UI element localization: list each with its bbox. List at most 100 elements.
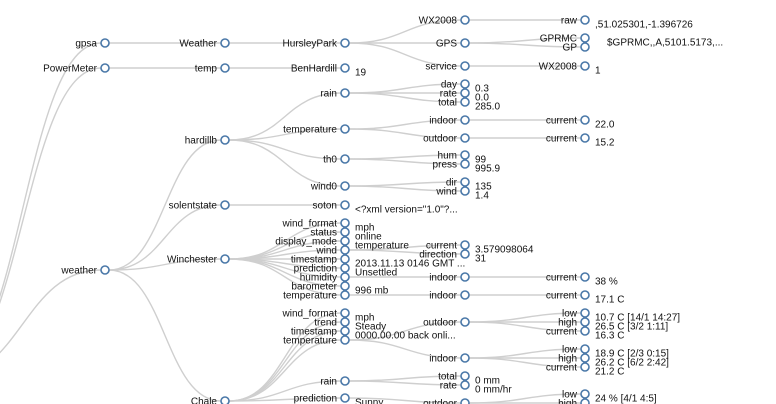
tree-node-c-outdoor[interactable]: outdoor (423, 317, 470, 329)
node-circle[interactable] (580, 115, 590, 125)
node-circle[interactable] (460, 15, 470, 25)
tree-node-rain[interactable]: rain (320, 88, 350, 100)
node-circle[interactable] (340, 218, 350, 228)
tree-node-th0[interactable]: th0 (323, 154, 350, 166)
node-circle[interactable] (340, 317, 350, 327)
node-circle[interactable] (580, 398, 590, 404)
tree-node-wx2008[interactable]: WX2008 (419, 15, 470, 27)
node-circle[interactable] (580, 344, 590, 354)
tree-node-outdoor[interactable]: outdoor (423, 133, 470, 145)
tree-node-c-outdoor2-high[interactable]: high (558, 398, 590, 404)
node-circle[interactable] (340, 181, 350, 191)
node-circle[interactable] (340, 326, 350, 336)
tree-node-c-rain[interactable]: rain (320, 376, 350, 388)
node-circle[interactable] (220, 38, 230, 48)
node-circle[interactable] (100, 38, 110, 48)
node-circle[interactable] (460, 88, 470, 98)
node-circle[interactable] (580, 272, 590, 282)
node-circle[interactable] (340, 263, 350, 273)
tree-node-powermeter[interactable]: PowerMeter (43, 63, 110, 75)
tree-node-w-temperature[interactable]: temperature (283, 290, 350, 302)
node-circle[interactable] (340, 393, 350, 403)
node-circle[interactable] (580, 33, 590, 43)
node-circle[interactable] (220, 135, 230, 145)
node-circle[interactable] (580, 42, 590, 52)
node-circle[interactable] (460, 398, 470, 404)
tree-node-w-humidity[interactable]: humidity (300, 272, 350, 284)
node-circle[interactable] (340, 376, 350, 386)
tree-node-c-outdoor2[interactable]: outdoor (423, 398, 470, 404)
tree-node-wind0[interactable]: wind0 (310, 181, 350, 193)
tree-node-hursleypark[interactable]: HursleyPark (283, 38, 350, 50)
node-circle[interactable] (460, 177, 470, 187)
node-circle[interactable] (340, 200, 350, 210)
node-circle[interactable] (580, 353, 590, 363)
node-circle[interactable] (100, 63, 110, 73)
node-circle[interactable] (580, 15, 590, 25)
tree-node-winchester[interactable]: Winchester (167, 254, 230, 266)
tree-node-gpsa[interactable]: gpsa (75, 38, 110, 50)
tree-node-indoor[interactable]: indoor (429, 115, 470, 127)
node-circle[interactable] (460, 186, 470, 196)
node-circle[interactable] (460, 272, 470, 282)
node-circle[interactable] (460, 290, 470, 300)
node-circle[interactable] (340, 88, 350, 98)
tree-node-chale[interactable]: Chale (191, 396, 230, 404)
node-circle[interactable] (580, 389, 590, 399)
node-circle[interactable] (460, 371, 470, 381)
tree-node-temp[interactable]: temp (195, 63, 230, 75)
node-circle[interactable] (460, 133, 470, 143)
node-circle[interactable] (460, 38, 470, 48)
node-circle[interactable] (340, 245, 350, 255)
node-circle[interactable] (580, 290, 590, 300)
node-circle[interactable] (460, 79, 470, 89)
tree-node-weather[interactable]: weather (60, 265, 110, 277)
node-circle[interactable] (460, 61, 470, 71)
node-circle[interactable] (100, 265, 110, 275)
node-circle[interactable] (220, 200, 230, 210)
node-circle[interactable] (580, 317, 590, 327)
node-circle[interactable] (340, 290, 350, 300)
tree-node-gprmc[interactable]: GPRMC$GPRMC,,A,5101.5173,... (540, 33, 723, 49)
node-circle[interactable] (580, 133, 590, 143)
tree-node-solentstate[interactable]: solentstate (169, 200, 230, 212)
node-circle[interactable] (220, 63, 230, 73)
node-circle[interactable] (340, 154, 350, 164)
node-circle[interactable] (340, 63, 350, 73)
tree-node-soton[interactable]: soton<?xml version="1.0"?... (313, 200, 458, 216)
tree-node-w-humidity-indoor[interactable]: indoor (429, 272, 470, 284)
tree-node-w-wind[interactable]: wind (315, 245, 350, 257)
node-circle[interactable] (460, 240, 470, 250)
node-circle[interactable] (340, 38, 350, 48)
node-circle[interactable] (340, 335, 350, 345)
node-circle[interactable] (460, 249, 470, 259)
tree-node-c-indoor[interactable]: indoor (429, 353, 470, 365)
node-circle[interactable] (460, 380, 470, 390)
